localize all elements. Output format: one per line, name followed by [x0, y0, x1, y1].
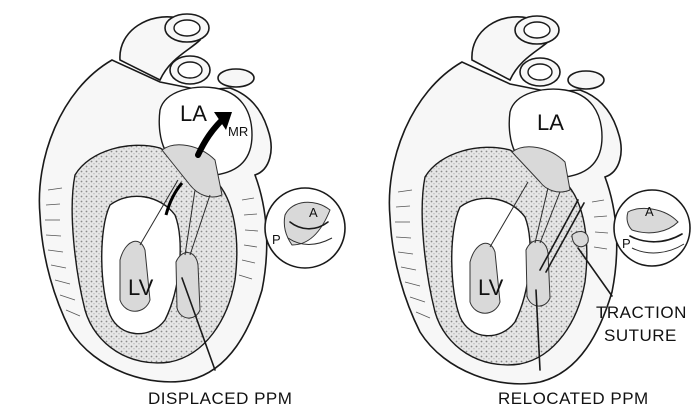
left-inset-p-label: P	[272, 232, 281, 247]
left-lv-label: LV	[128, 275, 154, 300]
left-la-label: LA	[180, 101, 207, 126]
left-heart-figure: LA MR LV DISPLACED PPM	[39, 14, 292, 408]
traction-label-line1: TRACTION	[596, 303, 687, 322]
left-caption: DISPLACED PPM	[148, 389, 292, 408]
right-caption: RELOCATED PPM	[498, 389, 649, 408]
right-la-label: LA	[537, 110, 564, 135]
right-valve-inset: A P	[614, 190, 690, 266]
right-inset-a-label: A	[645, 204, 654, 219]
right-papillary-muscle-relocated	[526, 241, 550, 307]
left-papillary-muscle-displaced	[176, 253, 200, 319]
traction-label-line2: SUTURE	[604, 326, 677, 345]
left-mr-label: MR	[228, 124, 248, 139]
right-inset-p-label: P	[622, 236, 631, 251]
left-valve-inset: A P	[265, 188, 345, 268]
left-inset-a-label: A	[309, 205, 318, 220]
right-lv-label: LV	[478, 275, 504, 300]
